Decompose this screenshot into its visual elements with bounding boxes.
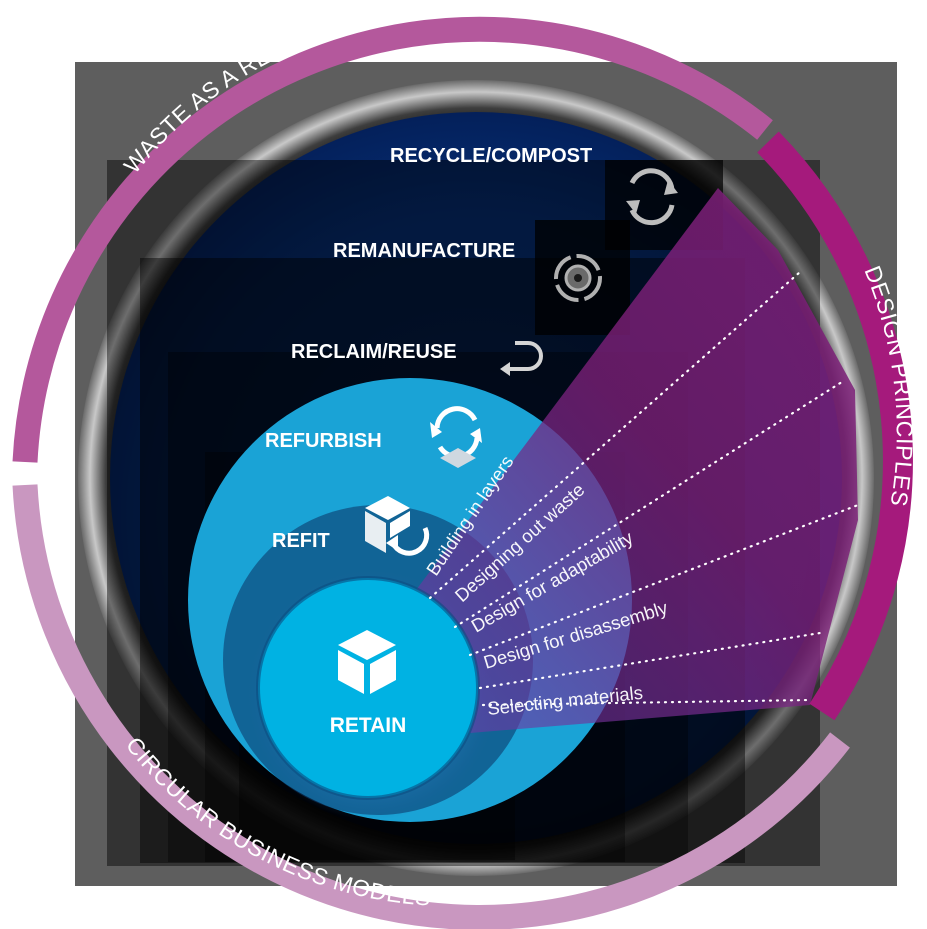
- level-label-remanufacture: REMANUFACTURE: [333, 240, 515, 262]
- cube-arrow-icon: [365, 496, 430, 556]
- principle-leaders: [428, 270, 860, 707]
- design-arc-band: [757, 131, 913, 721]
- level-label-recycle: RECYCLE/COMPOST: [390, 145, 592, 167]
- waste-arc-band: [12, 16, 773, 463]
- cube-icon: [338, 630, 396, 694]
- return-arrow-icon: [500, 341, 543, 376]
- principles-fan: [395, 188, 858, 733]
- refurbish-cycle-icon: [430, 406, 482, 468]
- recycle-icon: [626, 168, 678, 226]
- level-label-refurbish: REFURBISH: [265, 430, 382, 452]
- level-label-refit: REFIT: [272, 530, 330, 552]
- gear-cycle-icon: [554, 254, 602, 302]
- level-label-retain: RETAIN: [330, 714, 407, 737]
- retain-disc: [258, 578, 478, 798]
- circular-arc-band: [12, 484, 850, 929]
- level-label-reclaim: RECLAIM/REUSE: [291, 341, 457, 363]
- retain-disc-shadow: [256, 576, 480, 800]
